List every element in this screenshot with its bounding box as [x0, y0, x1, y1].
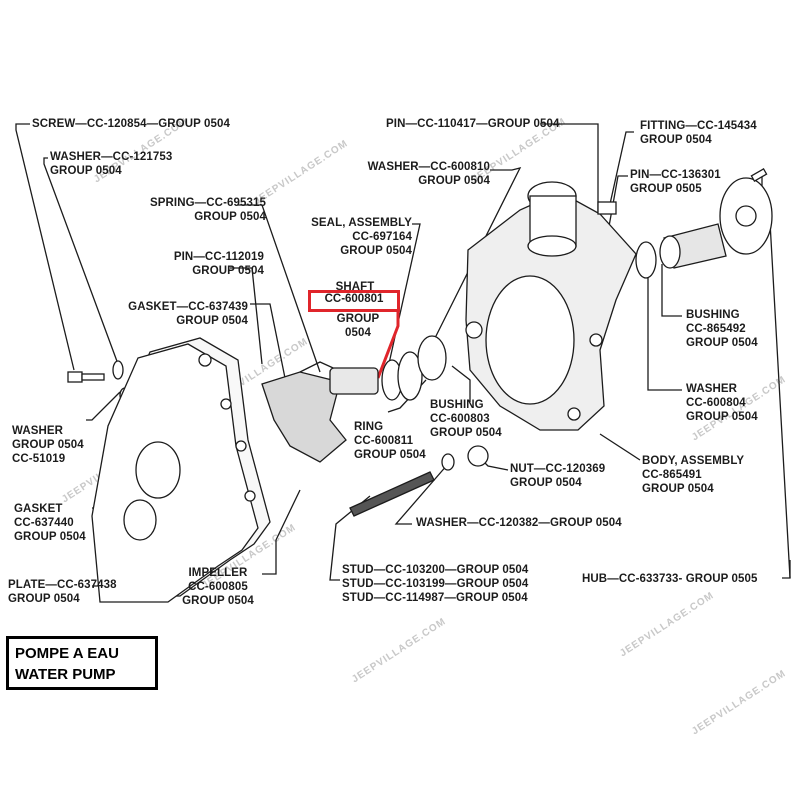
washer-600810	[417, 335, 447, 381]
bolt-hole	[567, 407, 581, 421]
screw-thread	[81, 373, 105, 381]
pin-136301-part	[750, 168, 768, 182]
stud-part	[349, 471, 435, 517]
plate-hole	[123, 499, 157, 541]
leader-line	[647, 262, 682, 391]
label-screw: SCREW—CC-120854—GROUP 0504	[32, 118, 230, 130]
ring-part	[397, 351, 423, 401]
washer-600804-part	[635, 241, 657, 279]
leader-line	[250, 303, 286, 379]
title-line-english: WATER PUMP	[15, 666, 116, 683]
leader-line	[86, 391, 121, 421]
highlight-leader	[376, 312, 400, 379]
leader-line	[451, 365, 471, 402]
leader-line	[238, 204, 321, 373]
shaft-highlight-box	[308, 290, 400, 312]
hub-bore	[735, 205, 757, 227]
nut-part	[467, 445, 489, 467]
label-shaft-part-number: CC-600801	[324, 293, 384, 305]
body-cavity	[485, 275, 575, 405]
body-outlet-base	[527, 235, 577, 257]
label-hub: HUB—CC-633733- GROUP 0505	[582, 573, 758, 585]
bolt-hole	[235, 440, 247, 452]
title-line-french: POMPE A EAU	[15, 645, 119, 662]
fitting-part	[597, 201, 617, 215]
screw-head	[67, 371, 83, 383]
leader-line	[609, 131, 634, 205]
bolt-hole	[244, 490, 256, 502]
label-washer-120382: WASHER—CC-120382—GROUP 0504	[416, 517, 622, 529]
leader-line	[769, 221, 791, 579]
plate-hole	[135, 441, 181, 499]
leader-line	[661, 264, 682, 317]
leader-line	[394, 463, 449, 525]
leader-line	[230, 267, 263, 365]
washer-part	[112, 360, 124, 380]
impeller-part	[261, 371, 347, 463]
bolt-hole	[465, 321, 483, 339]
bushing-end	[659, 235, 681, 269]
washer-120382-part	[441, 453, 455, 471]
bolt-hole	[589, 333, 603, 347]
bolt-hole	[220, 398, 232, 410]
bolt-hole	[198, 353, 212, 367]
leader-line	[15, 123, 75, 371]
seal-part	[329, 367, 379, 395]
title-box: POMPE A EAU WATER PUMP	[6, 636, 158, 690]
leader-line	[599, 433, 641, 461]
label-pin-110417: PIN—CC-110417—GROUP 0504	[386, 118, 560, 130]
leader-line	[540, 123, 599, 218]
leader-line	[262, 489, 301, 575]
leader-line	[43, 157, 119, 365]
